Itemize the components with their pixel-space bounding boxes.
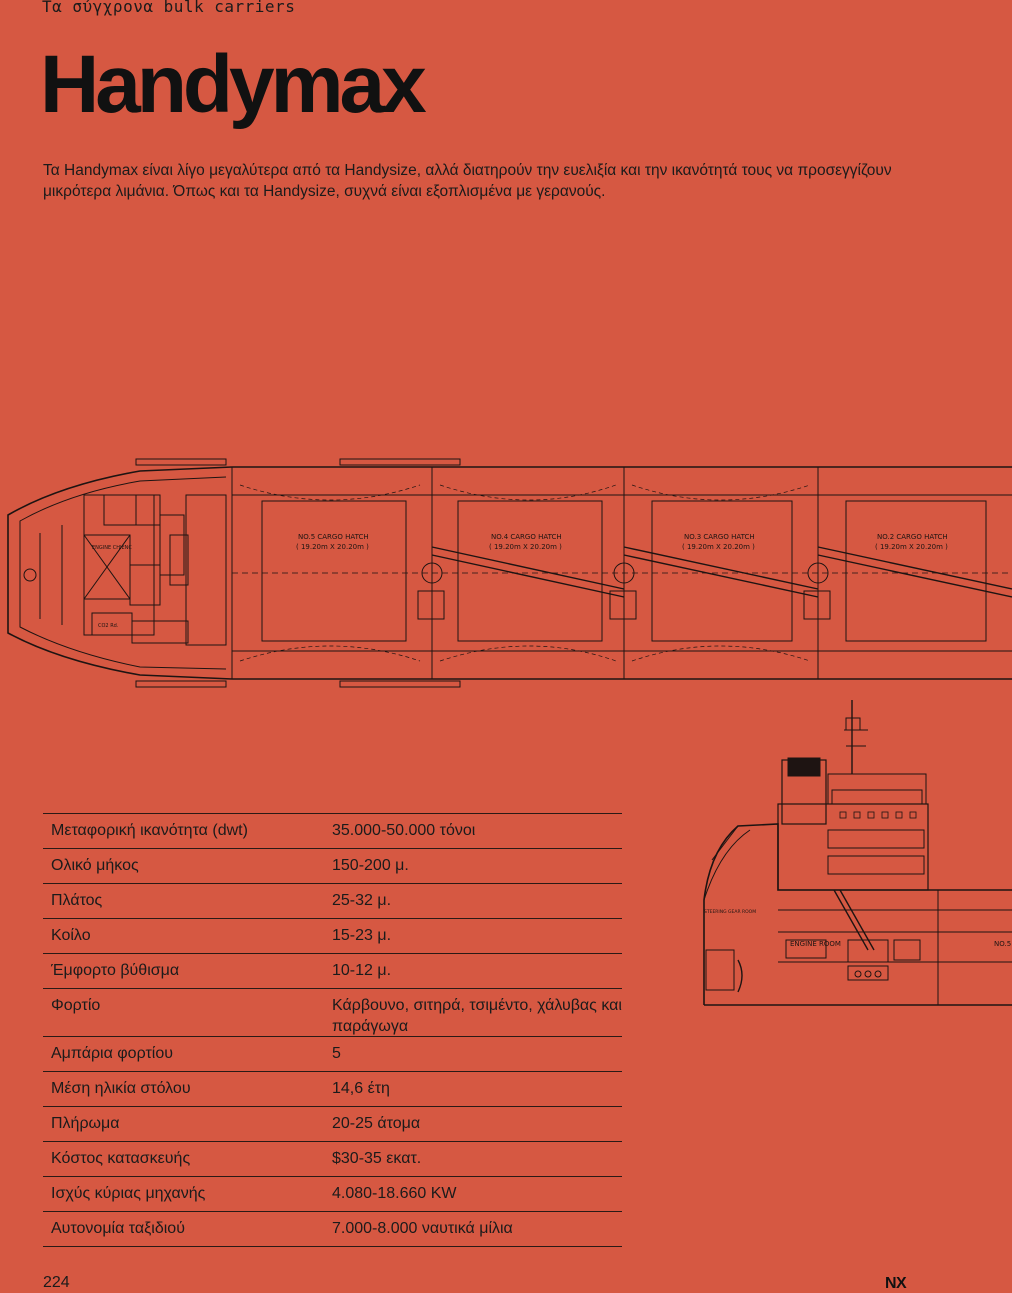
spec-label: Κοίλο <box>51 927 91 944</box>
spec-label: Μέση ηλικία στόλου <box>51 1080 191 1097</box>
page-title: Handymax <box>40 39 427 130</box>
spec-label: Μεταφορική ικανότητα (dwt) <box>51 822 248 839</box>
spec-value: 25-32 μ. <box>332 892 392 909</box>
spec-row: Πλήρωμα 20-25 άτομα <box>43 1107 622 1142</box>
specs-table: Μεταφορική ικανότητα (dwt) 35.000-50.000 … <box>43 813 622 1247</box>
spec-row: Έμφορτο βύθισμα 10-12 μ. <box>43 954 622 989</box>
hatch-size-2: ( 19.20m X 20.20m ) <box>875 543 948 551</box>
hatch-label-4: NO.4 CARGO HATCH <box>491 533 562 541</box>
spec-value: 5 <box>332 1045 341 1062</box>
spec-row: Αμπάρια φορτίου 5 <box>43 1037 622 1072</box>
hold-label-no5: NO.5 <box>994 940 1011 948</box>
hatch-size-4: ( 19.20m X 20.20m ) <box>489 543 562 551</box>
spec-label: Αμπάρια φορτίου <box>51 1045 173 1062</box>
deck-plan-drawing: NO.5 CARGO HATCH ( 19.20m X 20.20m ) NO.… <box>7 458 1012 688</box>
spec-value: Κάρβουνο, σιτηρά, τσιμέντο, χάλυβας και … <box>332 997 622 1035</box>
spec-row: Πλάτος 25-32 μ. <box>43 884 622 919</box>
engine-room-label: ENGINE ROOM <box>790 940 841 948</box>
spec-row: Μέση ηλικία στόλου 14,6 έτη <box>43 1072 622 1107</box>
spec-value: 4.080-18.660 KW <box>332 1185 457 1202</box>
hatch-label-3: NO.3 CARGO HATCH <box>684 533 755 541</box>
spec-label: Έμφορτο βύθισμα <box>51 962 180 979</box>
spec-row: Ολικό μήκος 150-200 μ. <box>43 849 622 884</box>
hatch-label-5: NO.5 CARGO HATCH <box>298 533 369 541</box>
hatch-labels: NO.5 CARGO HATCH ( 19.20m X 20.20m ) NO.… <box>92 533 948 629</box>
steering-gear-label: STEERING GEAR ROOM <box>704 909 756 915</box>
spec-label: Κόστος κατασκευής <box>51 1150 191 1167</box>
spec-row: Αυτονομία ταξιδιού 7.000-8.000 ναυτικά μί… <box>43 1212 622 1247</box>
spec-value: 10-12 μ. <box>332 962 392 979</box>
spec-value: 15-23 μ. <box>332 927 392 944</box>
spec-label: Αυτονομία ταξιδιού <box>51 1220 185 1237</box>
co2-room-label: CO2 Rd. <box>98 623 119 629</box>
spec-label: Φορτίο <box>51 997 101 1014</box>
section-kicker: Τα σύγχρονα bulk carriers <box>42 0 296 16</box>
intro-paragraph: Τα Handymax είναι λίγο μεγαλύτερα από τα… <box>43 162 892 200</box>
spec-value: 20-25 άτομα <box>332 1115 421 1132</box>
hatch-size-5: ( 19.20m X 20.20m ) <box>296 543 369 551</box>
spec-value: 35.000-50.000 τόνοι <box>332 822 476 839</box>
spec-label: Ολικό μήκος <box>51 857 139 874</box>
spec-value: 150-200 μ. <box>332 857 409 874</box>
spec-row: Ισχύς κύριας μηχανής 4.080-18.660 KW <box>43 1177 622 1212</box>
hatch-label-2: NO.2 CARGO HATCH <box>877 533 948 541</box>
spec-value: 7.000-8.000 ναυτικά μίλια <box>332 1220 513 1237</box>
spec-value: $30-35 εκατ. <box>332 1150 422 1167</box>
spec-label: Ισχύς κύριας μηχανής <box>51 1185 206 1202</box>
spec-value: 14,6 έτη <box>332 1080 390 1097</box>
spec-label: Πλάτος <box>51 892 103 909</box>
spec-row: Κοίλο 15-23 μ. <box>43 919 622 954</box>
page-number: 224 <box>43 1274 70 1291</box>
spec-label: Πλήρωμα <box>51 1115 120 1132</box>
spec-row: Κόστος κατασκευής $30-35 εκατ. <box>43 1142 622 1177</box>
side-profile-drawing: ENGINE ROOM NO.5 STEERING GEAR ROOM <box>703 700 1012 1006</box>
engine-casing-label: ENGINE CHIENC <box>92 545 132 551</box>
spec-row: Μεταφορική ικανότητα (dwt) 35.000-50.000 … <box>43 814 622 849</box>
spec-row: Φορτίο Κάρβουνο, σιτηρά, τσιμέντο, χάλυβα… <box>43 989 622 1037</box>
hatch-size-3: ( 19.20m X 20.20m ) <box>682 543 755 551</box>
brand-logo: NX <box>885 1275 907 1292</box>
